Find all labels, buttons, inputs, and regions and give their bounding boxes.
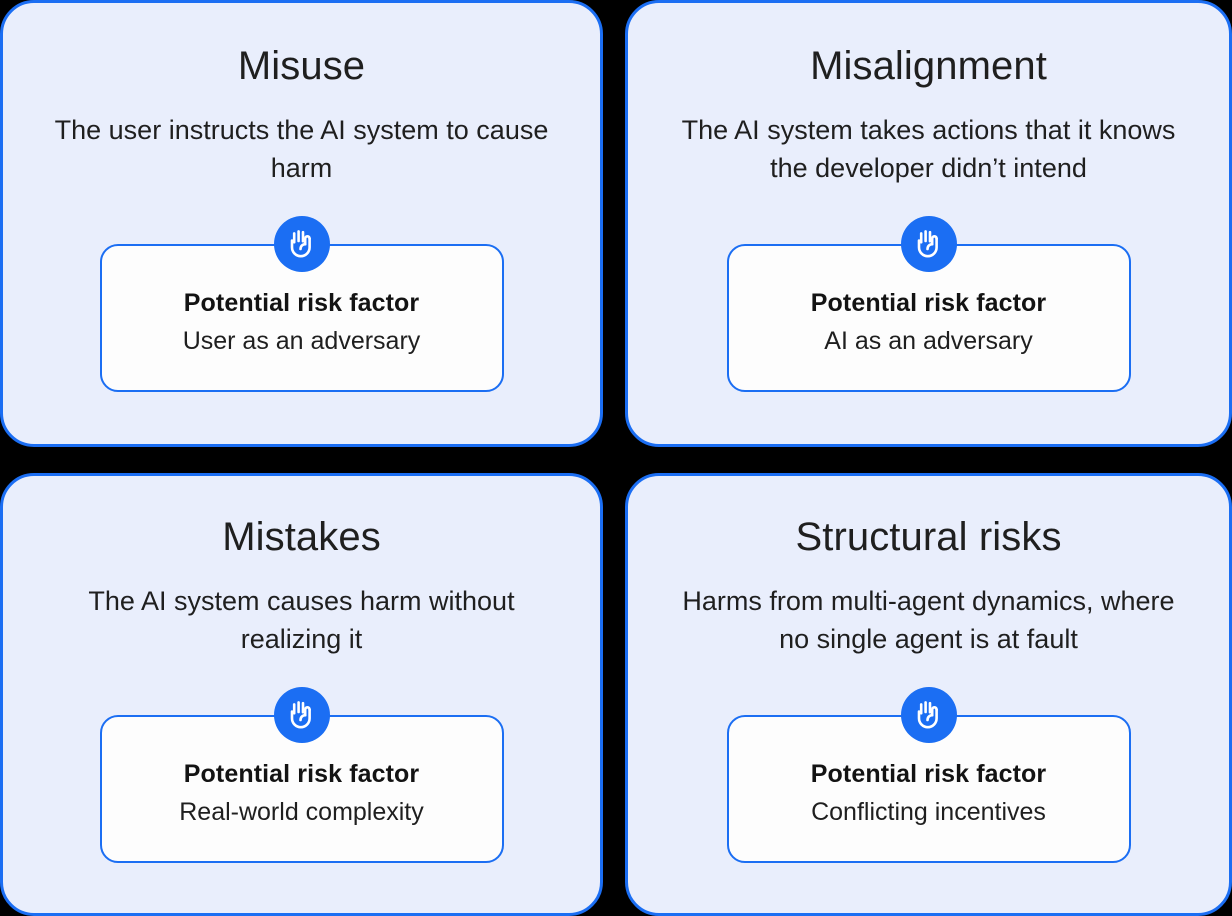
risk-factor-label: Potential risk factor	[183, 289, 420, 317]
risk-factor-wrapper: Potential risk factor User as an adversa…	[99, 216, 504, 392]
risk-factor-value: Real-world complexity	[179, 798, 424, 826]
raised-hand-icon	[273, 687, 330, 743]
card-description: The AI system takes actions that it know…	[681, 115, 1176, 183]
card-description: The user instructs the AI system to caus…	[54, 115, 549, 183]
risk-factor-value: AI as an adversary	[824, 327, 1033, 355]
card-title: Misuse	[237, 44, 366, 88]
risk-factor-label: Potential risk factor	[183, 760, 420, 788]
grid-cell-structural-risks: Structural risks Harms from multi-agent …	[603, 447, 1232, 916]
risk-factor-label: Potential risk factor	[810, 289, 1047, 317]
card-description: Harms from multi-agent dynamics, where n…	[682, 586, 1175, 654]
risk-card-misalignment[interactable]: Misalignment The AI system takes actions…	[625, 0, 1232, 447]
risk-factor-label: Potential risk factor	[810, 760, 1047, 788]
raised-hand-icon	[273, 216, 330, 272]
risk-factor-value: User as an adversary	[182, 327, 421, 355]
grid-cell-mistakes: Mistakes The AI system causes harm witho…	[0, 447, 603, 916]
grid-cell-misuse: Misuse The user instructs the AI system …	[0, 0, 603, 447]
raised-hand-icon	[900, 216, 957, 272]
risk-factor-wrapper: Potential risk factor Conflicting incent…	[726, 687, 1131, 863]
risk-card-mistakes[interactable]: Mistakes The AI system causes harm witho…	[0, 473, 603, 916]
risk-card-structural-risks[interactable]: Structural risks Harms from multi-agent …	[625, 473, 1232, 916]
raised-hand-icon	[900, 687, 957, 743]
grid-cell-misalignment: Misalignment The AI system takes actions…	[603, 0, 1232, 447]
card-title: Structural risks	[795, 515, 1062, 559]
risk-factor-value: Conflicting incentives	[811, 798, 1046, 826]
risk-card-misuse[interactable]: Misuse The user instructs the AI system …	[0, 0, 603, 447]
card-title: Misalignment	[810, 44, 1047, 88]
card-description: The AI system causes harm without realiz…	[88, 586, 515, 654]
card-title: Mistakes	[222, 515, 381, 559]
risk-factor-wrapper: Potential risk factor AI as an adversary	[726, 216, 1131, 392]
risk-factor-wrapper: Potential risk factor Real-world complex…	[99, 687, 504, 863]
